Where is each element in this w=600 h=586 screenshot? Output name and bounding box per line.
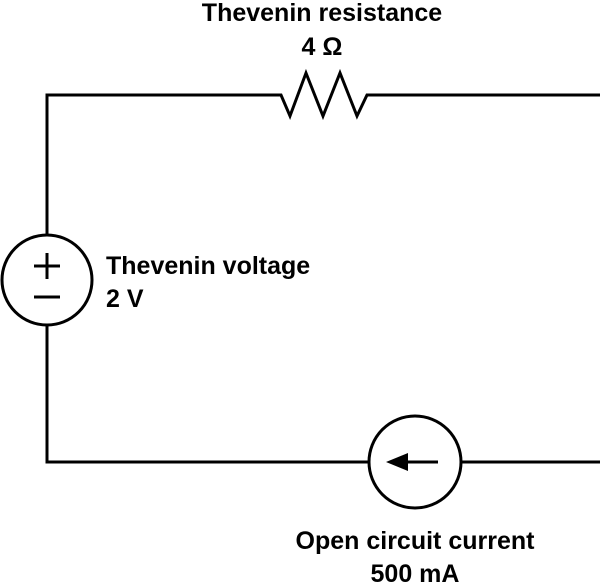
resistor-name-label: Thevenin resistance <box>202 0 442 27</box>
voltage-source-symbol <box>0 233 94 327</box>
current-source-value-label: 500 mA <box>371 560 460 586</box>
top-left-wire <box>45 93 272 235</box>
resistor-value-label: 4 Ω <box>302 33 343 61</box>
voltage-source-circle <box>0 233 94 327</box>
bottom-left-wire <box>45 325 369 464</box>
current-source-name-label: Open circuit current <box>296 527 536 555</box>
current-source-symbol <box>367 414 463 510</box>
resistor-symbol <box>272 68 376 121</box>
current-arrow-head-icon <box>386 453 408 471</box>
voltage-source-name-label: Thevenin voltage <box>106 252 310 280</box>
voltage-source-value-label: 2 V <box>106 285 144 313</box>
